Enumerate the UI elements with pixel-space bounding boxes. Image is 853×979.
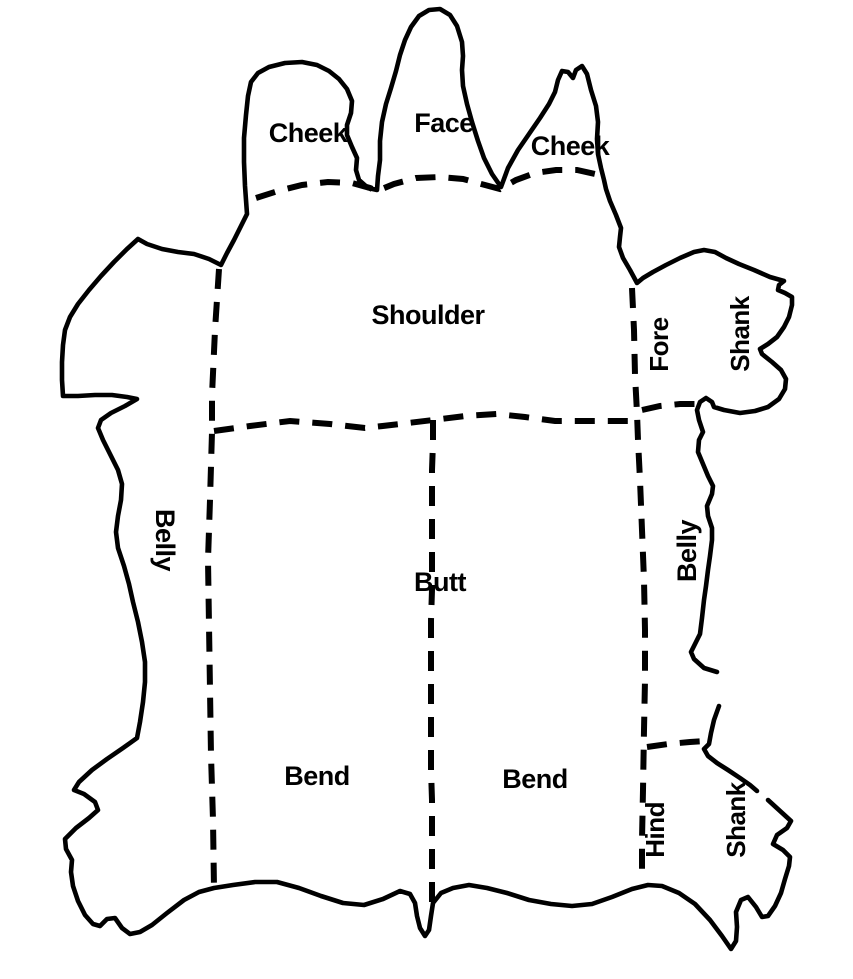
label-fore-shank-line1: Fore — [643, 317, 674, 372]
label-fore-shank: Fore Shank — [592, 296, 808, 372]
label-hind-shank-line1: Hind — [639, 802, 670, 858]
label-hind-shank-line2: Shank — [721, 782, 752, 858]
label-cheek-right: Cheek — [530, 130, 610, 161]
cut-line-head — [255, 167, 606, 201]
label-fore-shank-line2: Shank — [725, 296, 756, 372]
label-bend-left: Bend — [284, 760, 350, 791]
cut-line-left-vertical — [204, 268, 222, 889]
label-belly-left: Belly — [150, 508, 181, 572]
cut-line-shoulder-butt — [213, 410, 636, 434]
label-belly-right: Belly — [671, 519, 702, 583]
label-bend-right: Bend — [502, 763, 568, 794]
cut-line-right-vertical — [629, 287, 648, 878]
label-face: Face — [414, 107, 474, 138]
label-hind-shank: Hind Shank — [588, 782, 804, 858]
hide-outline-hind-shank-edge — [701, 703, 760, 794]
cut-line-fore-shank — [641, 401, 698, 413]
hide-outline-main — [59, 6, 795, 952]
label-shoulder: Shoulder — [371, 299, 485, 330]
label-cheek-left: Cheek — [268, 117, 348, 148]
cut-line-hind-shank — [646, 738, 708, 750]
label-butt: Butt — [414, 566, 466, 597]
cut-line-center-vertical — [428, 420, 436, 905]
